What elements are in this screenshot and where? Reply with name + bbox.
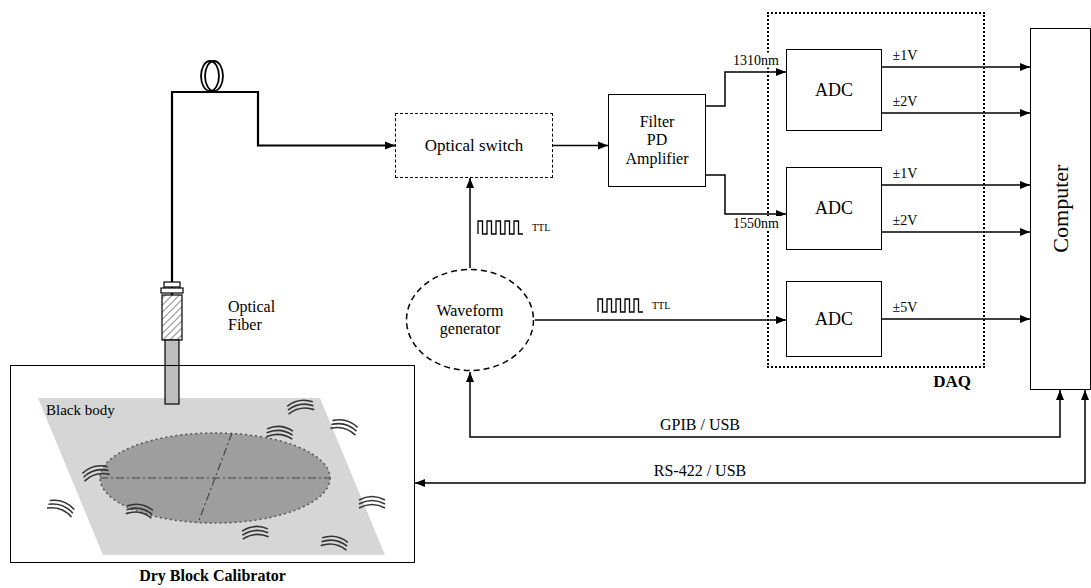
node-label: Optical switch bbox=[425, 136, 524, 156]
heat-waves bbox=[47, 398, 385, 550]
part-label: Optical Fiber bbox=[226, 298, 284, 333]
part-label: Black body bbox=[44, 402, 117, 419]
connector bbox=[882, 66, 1030, 68]
connector bbox=[553, 145, 608, 147]
group-heading: DAQ bbox=[933, 372, 971, 392]
connector bbox=[706, 175, 786, 214]
connector bbox=[706, 72, 786, 106]
edge-label: RS-422 / USB bbox=[652, 462, 748, 480]
node-label: Filter PD Amplifier bbox=[609, 113, 705, 168]
edge-label: ±2V bbox=[891, 94, 920, 109]
connector bbox=[470, 372, 1060, 437]
edge-label: ±2V bbox=[891, 213, 920, 228]
connector bbox=[415, 390, 1085, 483]
connector bbox=[172, 92, 395, 365]
computer-box: Computer bbox=[1030, 28, 1091, 390]
edge-label: 1550nm bbox=[731, 216, 781, 231]
plate bbox=[38, 398, 385, 555]
daq-group: DAQADCADCADC bbox=[767, 12, 985, 368]
fiber-coil bbox=[201, 61, 223, 91]
signal-label: TTL bbox=[530, 222, 552, 233]
calibrator-box: Dry Block Calibrator bbox=[10, 365, 415, 563]
connector bbox=[882, 231, 1030, 233]
edge-label: ±1V bbox=[891, 166, 920, 181]
adc-box: ADC bbox=[786, 49, 882, 131]
axis-line bbox=[198, 433, 232, 523]
node-label: ADC bbox=[815, 80, 853, 101]
fiber-probe bbox=[161, 282, 183, 404]
edge-label: GPIB / USB bbox=[658, 416, 742, 434]
amplifier-box: Filter PD Amplifier bbox=[608, 94, 706, 187]
edge-label: ±5V bbox=[891, 300, 920, 315]
connector bbox=[469, 178, 471, 268]
black-body-disc bbox=[100, 433, 330, 523]
node-label: Waveform generator bbox=[405, 302, 535, 339]
connector bbox=[882, 318, 1030, 320]
connector bbox=[535, 319, 786, 321]
adc-box: ADC bbox=[786, 167, 882, 250]
group-heading: Dry Block Calibrator bbox=[11, 567, 414, 585]
connector bbox=[882, 184, 1030, 186]
generator-ellipse: Waveform generator bbox=[405, 268, 535, 372]
node-label: ADC bbox=[815, 309, 853, 330]
edge-label: 1310nm bbox=[731, 53, 781, 68]
switch-box: Optical switch bbox=[395, 113, 553, 178]
node-label: Computer bbox=[1048, 165, 1073, 253]
signal-label: TTL bbox=[650, 300, 672, 311]
connector bbox=[882, 112, 1030, 114]
node-label: ADC bbox=[815, 198, 853, 219]
adc-box: ADC bbox=[786, 281, 882, 357]
edge-label: ±1V bbox=[891, 48, 920, 63]
